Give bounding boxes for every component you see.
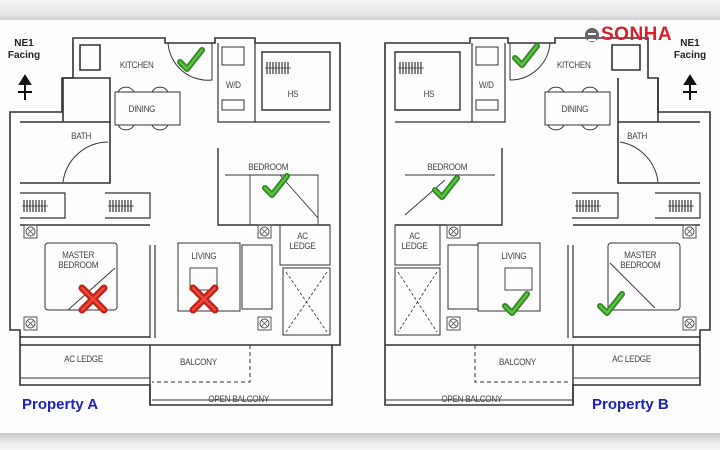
- room-label-master-bedroom: MASTER BEDROOM: [620, 250, 661, 270]
- check-icon: [505, 294, 527, 313]
- room-label-bedroom: BEDROOM: [248, 162, 289, 172]
- room-label-open-balcony: OPEN BALCONY: [441, 394, 503, 404]
- room-label-kitchen: KITCHEN: [556, 60, 591, 70]
- cross-icon: [193, 288, 215, 310]
- room-label-master-bedroom: MASTER BEDROOM: [58, 250, 99, 270]
- check-icon: [180, 50, 202, 69]
- room-label-bath: BATH: [71, 131, 92, 141]
- room-label-dining: DINING: [561, 104, 589, 114]
- top-frame-shadow: [0, 0, 720, 20]
- room-label-bath: BATH: [627, 131, 648, 141]
- room-label-living: LIVING: [501, 251, 527, 261]
- room-label-wd: W/D: [225, 80, 241, 90]
- room-label-kitchen: KITCHEN: [119, 60, 154, 70]
- room-label-ac-ledge: AC LEDGE: [612, 354, 651, 364]
- room-label-bedroom: BEDROOM: [427, 162, 468, 172]
- room-label-hs: HS: [287, 89, 299, 99]
- compass-label-b: NE1 Facing: [673, 38, 707, 61]
- room-label-dining: DINING: [128, 104, 156, 114]
- check-icon: [515, 46, 537, 65]
- room-label-ac-ledge-side: AC LEDGE: [289, 231, 316, 251]
- check-icon: [435, 178, 457, 197]
- property-b-title: Property B: [592, 396, 669, 413]
- room-label-living: LIVING: [191, 251, 217, 261]
- property-a-title: Property A: [22, 396, 99, 413]
- room-label-ac-ledge: AC LEDGE: [64, 354, 103, 364]
- room-label-hs: HS: [423, 89, 435, 99]
- cross-icon: [82, 288, 104, 310]
- check-icon: [265, 176, 287, 195]
- property-a-plan: [9, 37, 341, 406]
- room-label-balcony: BALCONY: [499, 357, 536, 367]
- logo-mark-icon: [585, 28, 599, 42]
- property-b-plan: [384, 37, 711, 406]
- bottom-frame-shadow: [0, 433, 720, 450]
- room-label-wd: W/D: [478, 80, 494, 90]
- compass-label-a: NE1 Facing: [7, 38, 41, 61]
- room-label-balcony: BALCONY: [180, 357, 217, 367]
- room-label-open-balcony: OPEN BALCONY: [208, 394, 270, 404]
- brand-logo: SONHA: [585, 24, 672, 46]
- room-label-ac-ledge-side: AC LEDGE: [401, 231, 428, 251]
